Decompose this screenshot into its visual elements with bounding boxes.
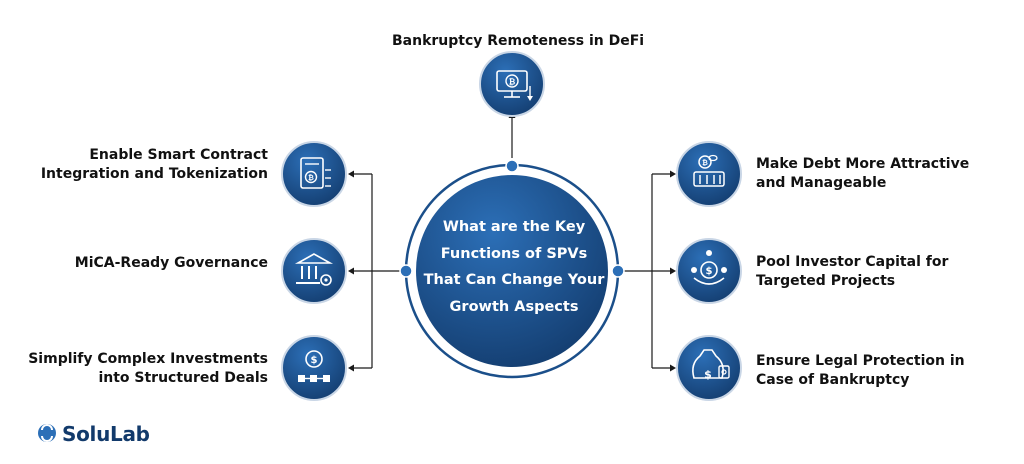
left-item-1-label: Enable Smart Contract Integration and To… — [40, 147, 268, 182]
svg-text:$: $ — [706, 266, 713, 277]
right-item-1-label: Make Debt More Attractive and Manageable — [756, 156, 970, 191]
svg-text:₿: ₿ — [308, 174, 314, 182]
brand: SoluLab — [38, 422, 150, 446]
investor-pool-icon: $ — [676, 238, 742, 304]
svg-text:$: $ — [311, 355, 318, 366]
left-item-3-label: Simplify Complex Investments into Struct… — [28, 351, 268, 386]
bitcoin-monitor-icon: ₿ — [479, 51, 545, 117]
svg-text:₿: ₿ — [702, 159, 708, 167]
brand-name: SoluLab — [62, 422, 150, 446]
center-dot-top — [505, 159, 519, 173]
left-item-2-label: MiCA-Ready Governance — [74, 255, 268, 271]
svg-text:$: $ — [704, 368, 712, 381]
government-building-gear-icon — [281, 238, 347, 304]
center-node — [399, 159, 625, 379]
structured-deal-icon: $ — [281, 335, 347, 401]
top-item-label: Bankruptcy Remoteness in DeFi — [392, 33, 645, 49]
tokenized-document-icon: ₿ — [281, 141, 347, 207]
debt-bitcoin-icon: ₿ — [676, 141, 742, 207]
center-dot-right — [611, 264, 625, 278]
svg-text:₿: ₿ — [509, 78, 516, 87]
right-item-3-label: Ensure Legal Protection in Case of Bankr… — [756, 353, 965, 388]
right-item-2-label: Pool Investor Capital for Targeted Proje… — [756, 254, 949, 289]
solulab-logo-icon — [38, 424, 56, 442]
center-title: What are the Key Functions of SPVs That … — [423, 219, 605, 315]
center-dot-left — [399, 264, 413, 278]
money-bag-safe-icon: $ — [676, 335, 742, 401]
center-disc — [416, 175, 608, 367]
